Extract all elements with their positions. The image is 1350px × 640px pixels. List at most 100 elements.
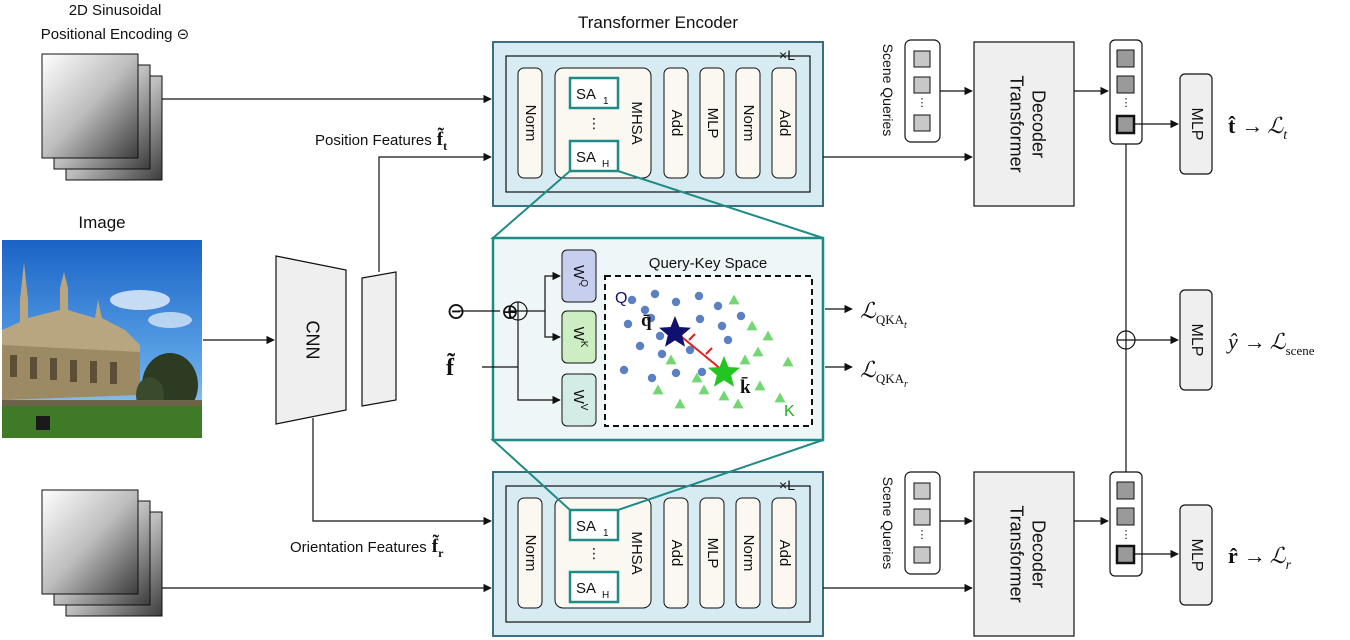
query-point-6 [623,319,633,329]
query-point-0 [627,295,637,305]
key-point-9 [732,398,744,409]
query-point-18 [723,335,733,345]
svg-text:⋮: ⋮ [917,97,928,109]
enc-top-sa1: SA [576,86,596,103]
encoder-bottom-repeat: ×L [779,477,795,493]
query-point-7 [646,313,656,323]
key-point-6 [652,384,664,395]
key-point-1 [746,320,758,331]
loss-t-label: t̂→ℒt [1228,113,1288,143]
input-image [2,240,202,438]
mlp-head-bottom: MLP [1179,504,1213,606]
key-point-4 [754,380,766,391]
svg-text:Transformer: Transformer [1006,75,1026,172]
key-point-2 [762,330,774,341]
weight-k: WK [570,327,589,348]
query-point-11 [657,349,667,359]
scene-queries-top: ⋮ [904,39,941,143]
query-mean-star [659,316,691,347]
svg-text:⋮: ⋮ [1121,529,1132,541]
connectors [162,86,1179,593]
svg-text:MLP: MLP [1188,324,1205,357]
key-point-3 [782,356,794,367]
encoder-title: Transformer Encoder [578,13,738,32]
query-point-19 [655,331,665,341]
mlp-head-top: MLP [1179,73,1213,175]
key-point-13 [665,354,677,365]
encoder-top-blocks: Norm MHSA SA 1 ⋮ SA H Add MLP Norm Add [517,67,797,179]
query-point-1 [650,289,660,299]
svg-text:⋮: ⋮ [917,529,928,541]
key-mean-star [708,356,740,387]
attention-zoom-panel: WQ WK WV Query-Key Space Q K q̄ k̄ [490,170,825,511]
svg-text:MLP: MLP [1188,539,1205,572]
scene-queries-top-label: Scene Queries [880,44,896,137]
query-point-10 [635,341,645,351]
key-point-0 [728,294,740,305]
enc-bot-sa-ellipsis: ⋮ [587,545,601,561]
transformer-encoder-bottom: ×L [492,471,824,637]
zoom-pos-symbol: ⊝ [446,299,466,325]
positional-encoding-stack-top [41,53,163,181]
query-point-16 [697,367,707,377]
decoder-outputs-bottom: ⋮ [1109,471,1143,577]
enc-top-add-2: Add [776,110,793,137]
loss-qka-r-label: ℒQKAr [860,357,908,390]
enc-top-norm-2: Norm [740,105,757,142]
key-mean-label: k̄ [740,376,751,398]
enc-top-mlp: MLP [704,108,721,139]
query-point-4 [713,301,723,311]
svg-text:Transformer: Transformer [1006,505,1026,602]
enc-bot-mhsa: MHSA [628,531,645,574]
cnn-label: CNN [302,321,322,360]
query-point-9 [717,321,727,331]
query-point-14 [647,373,657,383]
image-title: Image [78,213,125,232]
encoder-top-repeat: ×L [779,47,795,63]
key-point-14 [718,390,730,401]
weight-q: WQ [570,265,589,287]
enc-bot-sa1: SA [576,518,596,535]
enc-top-sa-ellipsis: ⋮ [587,115,601,131]
svg-text:⋮: ⋮ [1121,97,1132,109]
key-point-8 [698,384,710,395]
key-point-11 [691,372,703,383]
mlp-head-middle: MLP [1179,289,1213,391]
weight-v: WV [570,390,589,411]
positional-encoding-stack-bottom [41,489,163,617]
pos-enc-title-line1: 2D Sinusoidal [69,2,162,19]
enc-top-sah: SA [576,149,596,166]
pos-enc-title-line2: Positional Encoding ⊝ [41,26,190,43]
enc-top-sa1-sub: 1 [603,96,609,107]
scene-queries-bottom: ⋮ [904,471,941,575]
enc-bot-norm-1: Norm [522,535,539,572]
enc-top-norm-1: Norm [522,105,539,142]
decoder-outputs-top: ⋮ [1109,39,1143,145]
loss-r-label: r̂→ℒr [1228,543,1292,573]
key-point-10 [752,346,764,357]
key-point-5 [774,392,786,403]
query-point-12 [685,345,695,355]
query-point-5 [736,311,746,321]
scene-queries-bottom-label: Scene Queries [880,477,896,570]
enc-top-add-1: Add [668,110,685,137]
enc-bot-sah-sub: H [602,590,609,601]
encoder-bottom-blocks: Norm MHSA SA 1 ⋮ SA H Add MLP Norm Add [517,497,797,609]
transformer-decoder-bottom: Transformer Decoder [973,471,1075,637]
enc-bot-sa1-sub: 1 [603,528,609,539]
query-set-label: Q [615,290,627,307]
enc-bot-add-1: Add [668,540,685,567]
query-point-15 [671,368,681,378]
enc-bot-add-2: Add [776,540,793,567]
svg-text:Decoder: Decoder [1028,90,1048,158]
loss-qka-t-label: ℒQKAt [860,298,907,331]
zoom-input-f: f̃ [446,354,455,381]
query-key-space-title: Query-Key Space [649,255,767,272]
cnn-block: CNN [275,255,397,425]
query-point-8 [695,314,705,324]
query-point-13 [619,365,629,375]
transformer-encoder-top: ×L [492,41,824,207]
